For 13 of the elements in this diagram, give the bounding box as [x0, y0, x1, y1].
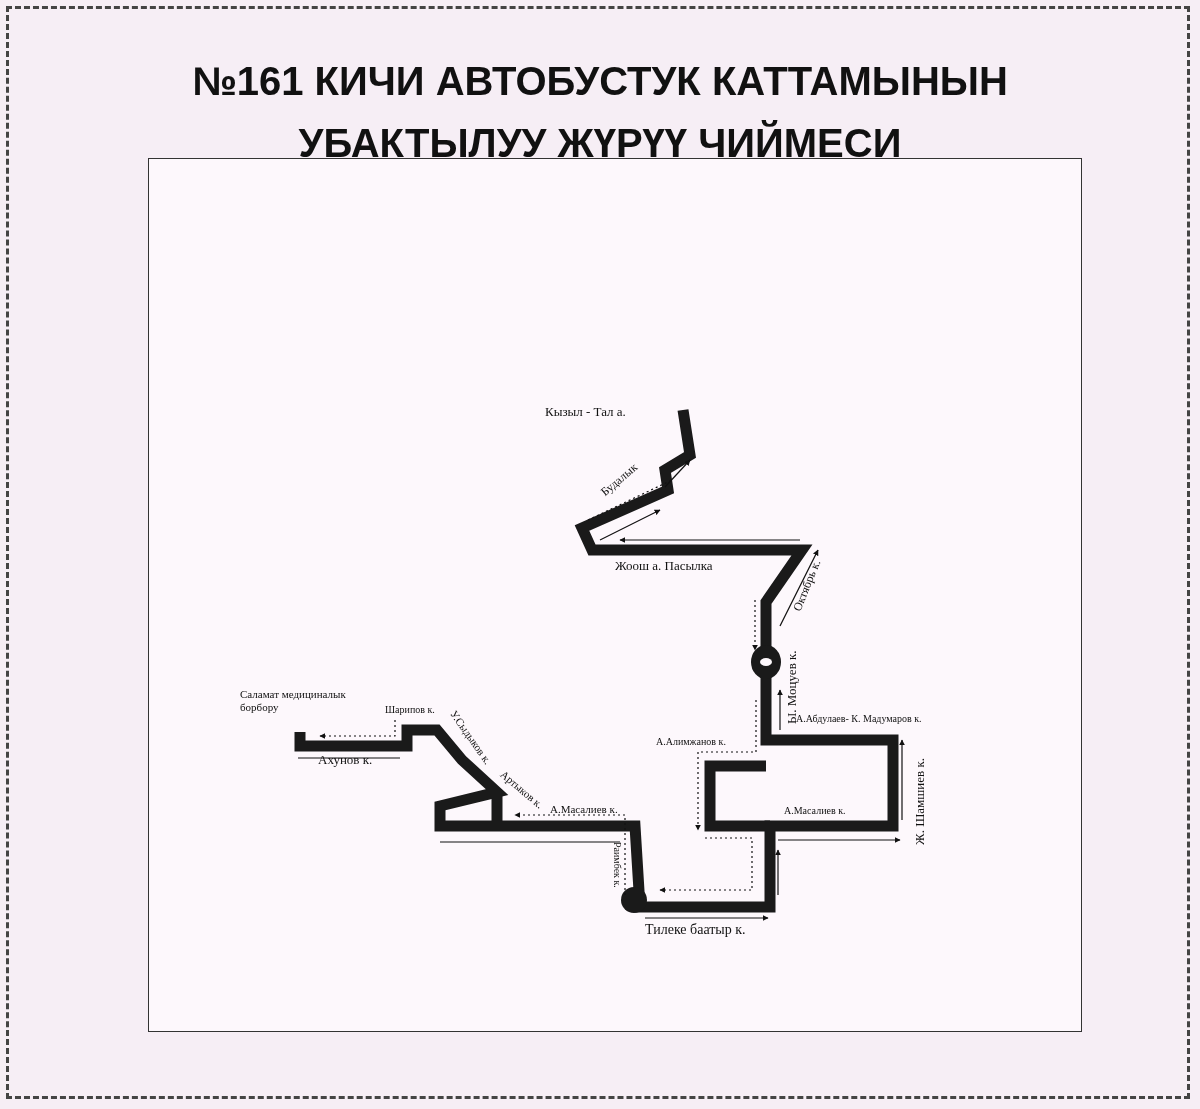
street-label: Жоош а. Пасылка [615, 558, 713, 574]
street-label: А.Абдулаев- К. Мадумаров к. [796, 713, 922, 724]
place-label: Саламат медициналык борбору [240, 688, 347, 714]
title: №161 КИЧИ АВТОБУСТУК КАТТАМЫНЫН УБАКТЫЛУУ ЖҮРҮҮ ЧИЙМЕСИ [191, 58, 1009, 167]
street-label: А.Масалиев к. [784, 805, 846, 816]
street-label: Шарипов к. [385, 704, 435, 715]
street-label: А.Масалиев к. [550, 803, 618, 815]
street-label: Раимбек к. [612, 842, 623, 888]
street-label: Ж. Шамшиев к. [912, 758, 928, 845]
street-label: Ахунов к. [318, 752, 373, 768]
place-label: Кызыл - Тал а. [545, 404, 626, 420]
street-label: А.Алимжанов к. [656, 736, 726, 747]
street-label: Тилеке баатыр к. [645, 922, 746, 938]
